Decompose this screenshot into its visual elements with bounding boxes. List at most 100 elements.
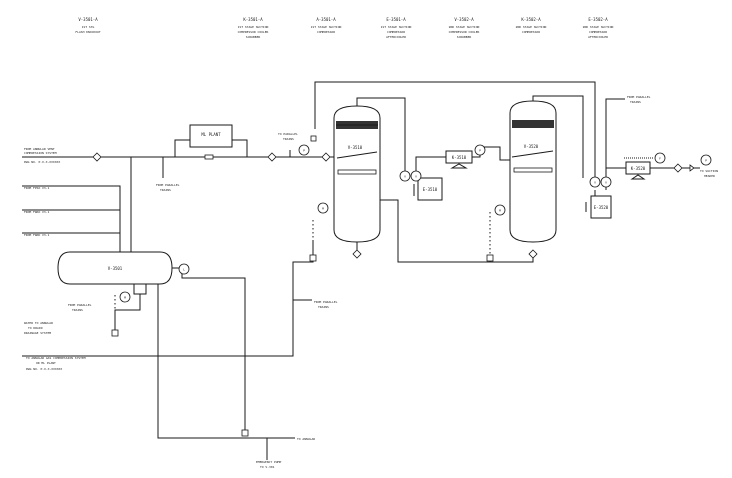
cooler-1-box bbox=[417, 177, 443, 201]
compressor-1-box bbox=[445, 150, 473, 164]
header-1-line1: 1ST STG bbox=[82, 25, 95, 29]
scrubber-1-tray bbox=[337, 169, 377, 175]
header-7-line2: COMPRESSOR bbox=[589, 30, 607, 34]
valve-small-5 bbox=[111, 329, 119, 337]
knockout-side-line bbox=[168, 267, 246, 430]
header-2-line3: SCRUBBER bbox=[246, 35, 261, 39]
valve-small-4 bbox=[241, 429, 249, 437]
header-4-tag: E-3501-A bbox=[386, 17, 406, 22]
ml-plant-loop bbox=[174, 139, 248, 157]
compressor-k3520: K-3520 bbox=[624, 157, 654, 180]
svg-text:M: M bbox=[124, 296, 126, 300]
diamond-valve-5 bbox=[352, 249, 362, 259]
to-parallel-mid-2: TRAINS bbox=[283, 137, 294, 141]
svg-text:V: V bbox=[404, 175, 406, 179]
scrubber-2-demister bbox=[512, 120, 554, 128]
instrument-bubble-3: V bbox=[399, 170, 411, 182]
parallel-trains-top-1: FROM PARALLEL bbox=[156, 183, 180, 187]
header-1-line2: FLASH KNOCKOUT bbox=[75, 30, 100, 34]
header-7-line3: AFTERCOOLER bbox=[588, 35, 608, 39]
compressor-2-label: K-3520 bbox=[631, 166, 646, 171]
to-parallel-mid-1: TO PARALLEL bbox=[278, 132, 298, 136]
compressor-k3510: K-3510 bbox=[445, 150, 473, 169]
header-5-line2: COMPRESSOR COOLER bbox=[449, 30, 480, 34]
fpso-inlet-line bbox=[22, 185, 121, 260]
instrument-bubble-8: V bbox=[600, 176, 612, 188]
header-1-tag: V-3501-A bbox=[78, 17, 98, 22]
to-annular-label: TO ANNULAR bbox=[297, 437, 315, 441]
valve-small-2 bbox=[309, 254, 317, 262]
svg-text:P: P bbox=[479, 149, 481, 153]
svg-text:V: V bbox=[605, 181, 607, 185]
svg-text:P: P bbox=[303, 149, 305, 153]
bottom-note-2: OR ML PLANT bbox=[36, 361, 56, 365]
annotations: FROM ANNULAR VENT COMPRESSION SYSTEM DWG… bbox=[24, 95, 718, 469]
ml-plant-box bbox=[189, 124, 233, 148]
knockout-label: V-3501 bbox=[108, 266, 123, 271]
instrument-bubble-6: M bbox=[494, 204, 506, 216]
scrubber-2-label: V-3520 bbox=[524, 144, 539, 149]
parallel-trains-top-2: TRAINS bbox=[160, 188, 171, 192]
knockout-v3501: V-3501 bbox=[57, 251, 173, 295]
emergency-2: TO V-301 bbox=[260, 465, 275, 469]
header-4: E-3501-A 1ST STAGE SUCTION COMPRESSOR AF… bbox=[381, 17, 412, 39]
header-2-line2: COMPRESSOR COOLER bbox=[238, 30, 269, 34]
instruments: P M V V P M V V bbox=[92, 135, 712, 437]
header-4-line3: AFTERCOOLER bbox=[386, 35, 406, 39]
ml-plant-label: ML PLANT bbox=[201, 132, 221, 137]
to-scrubber2-line bbox=[472, 146, 512, 161]
inlet-main-line3: DWG NO. P-X-X-XXXXXX bbox=[24, 160, 60, 164]
inlet-main-line1: FROM ANNULAR VENT bbox=[24, 147, 55, 151]
inlet-fwkd: FROM FWKD V3-1 bbox=[24, 233, 49, 237]
knockout-boot bbox=[133, 283, 147, 295]
parallel-right-top-2: TRAINS bbox=[630, 100, 641, 104]
inlet-fwko: FROM FWKO V3-1 bbox=[24, 210, 49, 214]
instrument-bubble-4: V bbox=[410, 170, 422, 182]
to-suction-2: HEADER bbox=[704, 174, 715, 178]
scrubber-2-tray bbox=[513, 167, 553, 173]
to-cooler1-line bbox=[415, 156, 446, 172]
compressor-1-label: K-3510 bbox=[452, 155, 467, 160]
scrubber-2-body bbox=[509, 100, 557, 243]
diamond-valve-3 bbox=[321, 152, 331, 162]
header-1: V-3501-A 1ST STG FLASH KNOCKOUT bbox=[75, 17, 100, 34]
svg-text:V: V bbox=[594, 181, 596, 185]
top-loop-line bbox=[314, 81, 596, 178]
header-7-tag: E-3502-A bbox=[588, 17, 608, 22]
knockout-bottom-line bbox=[157, 252, 295, 439]
bottom-note-3: DWG NO. P-X-X-XXXXXX bbox=[26, 367, 62, 371]
header-5-tag: V-3502-A bbox=[454, 17, 474, 22]
svg-text:M: M bbox=[322, 207, 324, 211]
instrument-bubble-1: P bbox=[298, 144, 310, 156]
header-5: V-3502-A 2ND STAGE SUCTION COMPRESSOR CO… bbox=[449, 17, 480, 39]
compressor-2-box bbox=[625, 161, 651, 175]
fan-icon-2 bbox=[630, 174, 646, 180]
parallel-knockout-1: FROM PARALLEL bbox=[68, 303, 92, 307]
parallel-lower-2: TRAINS bbox=[318, 305, 329, 309]
water-note-3: DRAINAGE SYSTEM bbox=[24, 331, 51, 335]
cooler-2-box bbox=[590, 195, 612, 219]
header-2-line1: 1ST STAGE SUCTION bbox=[238, 25, 269, 29]
scrubber-v3520: V-3520 bbox=[509, 100, 557, 243]
valve-small-3 bbox=[486, 254, 494, 262]
ml-plant: ML PLANT bbox=[189, 124, 233, 160]
cooler-2-label: E-3520 bbox=[594, 205, 609, 210]
svg-text:P: P bbox=[705, 159, 707, 163]
header-6-line2: COMPRESSOR bbox=[522, 30, 540, 34]
header-legend: V-3501-A 1ST STG FLASH KNOCKOUT K-3501-A… bbox=[75, 17, 613, 39]
scrubber1-overhead bbox=[356, 97, 406, 172]
instrument-bubble-7: V bbox=[589, 176, 601, 188]
signal-lines bbox=[114, 212, 491, 438]
cooler-1-label: E-3510 bbox=[423, 187, 438, 192]
valve-small-1 bbox=[310, 135, 317, 142]
knockout-boot-line bbox=[114, 283, 141, 335]
svg-text:M: M bbox=[499, 209, 501, 213]
header-6-line1: 2ND STAGE SUCTION bbox=[516, 25, 547, 29]
header-5-line1: 2ND STAGE SUCTION bbox=[449, 25, 480, 29]
parallel-lower-1: FROM PARALLEL bbox=[314, 300, 338, 304]
scrubber-2-vane bbox=[511, 150, 554, 158]
diamond-valve-2 bbox=[267, 152, 277, 162]
cooler-e3520: E-3520 bbox=[585, 195, 612, 219]
header-7-line1: 2ND STAGE SUCTION bbox=[583, 25, 614, 29]
